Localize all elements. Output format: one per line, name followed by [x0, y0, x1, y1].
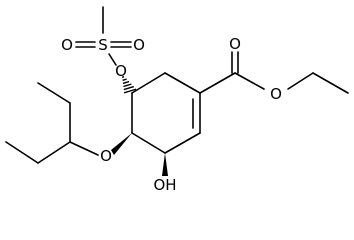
ring-bond-c5-c6 [131, 72, 166, 94]
sulfonyl-oxygen-left-label: O [61, 36, 73, 54]
carbonyl-oxygen-label: O [229, 35, 241, 53]
ether-oxygen-carbon-bond [69, 141, 99, 156]
chemical-structure: S O O O O OH O O [5, 6, 349, 194]
ester-oxygen-label: O [270, 85, 282, 103]
ring-bond-c3-c4 [131, 132, 166, 154]
carbonyl-double-bond [231, 51, 239, 74]
pentyl-bond-2 [5, 141, 39, 164]
ethyl-bond [312, 72, 349, 94]
wedge-hydroxyl [162, 153, 168, 176]
pentyl-bond-4 [37, 82, 71, 104]
sulfonyl-oxygen-right-label: O [133, 36, 145, 54]
ring-bond-c2-c3 [164, 132, 201, 154]
ester-oxygen-ethyl-bond [287, 72, 314, 90]
sulfur-oxygen-bond [108, 53, 117, 66]
hydroxyl-label: OH [153, 176, 176, 194]
sulfur-label: S [98, 36, 108, 54]
hashed-wedge-mesylate [121, 76, 137, 94]
sulfonyl-double-bond-right [110, 41, 132, 48]
sulfonyl-double-bond-left [75, 41, 96, 48]
ring-bond-c6-c1 [164, 72, 201, 94]
wedge-ether [111, 133, 132, 155]
ether-oxygen-label: O [100, 147, 112, 165]
pentyl-bond-1 [37, 141, 71, 164]
mesylate-oxygen-label: O [115, 62, 127, 80]
carbonyl-ester-oxygen-bond [234, 72, 265, 90]
c1-carbonyl-bond [199, 72, 236, 94]
